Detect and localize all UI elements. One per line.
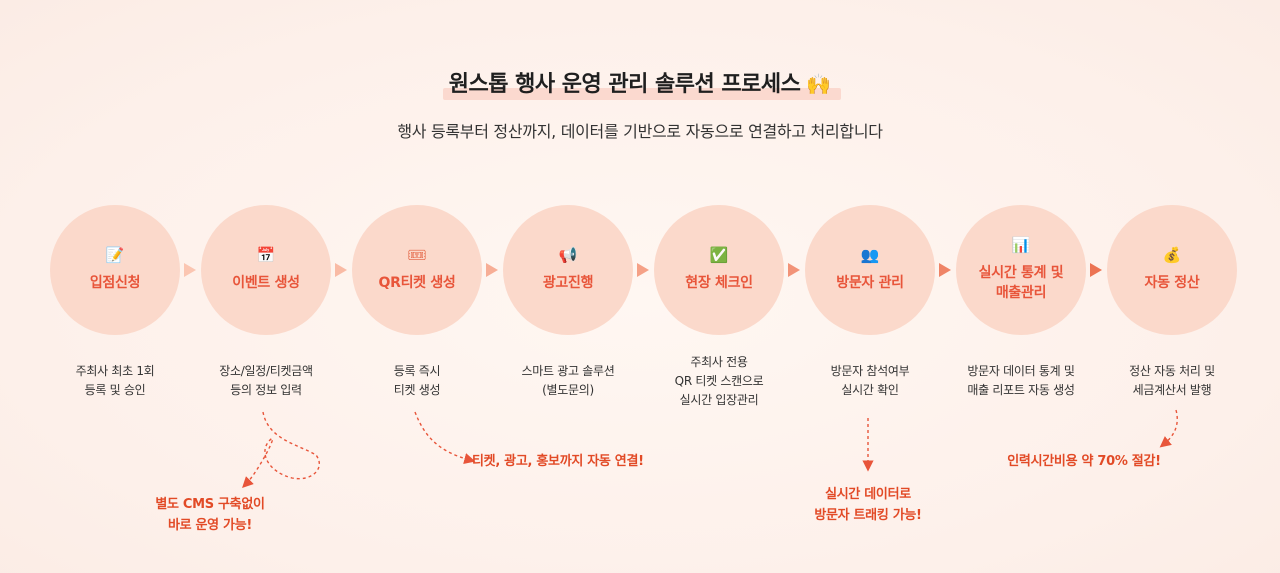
arrow-right-icon: [637, 263, 649, 277]
arrow-right-icon: [1090, 263, 1102, 277]
calendar-icon: 📅: [256, 246, 276, 264]
money-bag-icon: 💰: [1162, 246, 1182, 264]
step-label: 방문자 관리: [836, 275, 904, 291]
step-label: 입점신청: [89, 275, 141, 291]
note-cms: 별도 CMS 구축없이 바로 운영 가능!: [120, 494, 300, 536]
step-description: 등록 즉시 티켓 생성: [337, 362, 497, 400]
memo-icon: 📝: [105, 246, 125, 264]
page-subtitle: 행사 등록부터 정산까지, 데이터를 기반으로 자동으로 연결하고 처리합니다: [397, 122, 883, 141]
step-visitor-management: 👥 방문자 관리: [805, 205, 935, 335]
step-description: 정산 자동 처리 및 세금계산서 발행: [1092, 362, 1252, 400]
step-description: 방문자 참석여부 실시간 확인: [790, 362, 950, 400]
arrow-right-icon: [939, 263, 951, 277]
desc-line: 정산 자동 처리 및: [1129, 364, 1215, 378]
check-icon: ✅: [709, 246, 729, 264]
note-ticket: 티켓, 광고, 홍보까지 자동 연결!: [472, 451, 682, 472]
note-line: 방문자 트래킹 가능!: [814, 508, 922, 523]
desc-line: 방문자 데이터 통계 및: [967, 364, 1075, 378]
step-qr-ticket: 🎟 QR티켓 생성: [352, 205, 482, 335]
note-line: 인력시간비용 약 70% 절감!: [1007, 454, 1161, 469]
desc-line: 등록 및 승인: [84, 383, 146, 397]
step-description: 스마트 광고 솔루션 (별도문의): [488, 362, 648, 400]
note-cost: 인력시간비용 약 70% 절감!: [984, 451, 1184, 472]
step-label: 자동 정산: [1144, 275, 1200, 291]
step-description: 주최사 전용 QR 티켓 스캔으로 실시간 입장관리: [639, 353, 799, 410]
arrow-right-icon: [486, 263, 498, 277]
note-line: 실시간 데이터로: [825, 487, 911, 502]
desc-line: QR 티켓 스캔으로: [674, 374, 764, 388]
note-line: 별도 CMS 구축없이: [155, 497, 265, 512]
step-description: 주최사 최초 1회 등록 및 승인: [35, 362, 195, 400]
step-event-create: 📅 이벤트 생성: [201, 205, 331, 335]
people-icon: 👥: [860, 246, 880, 264]
step-advertising: 📢 광고진행: [503, 205, 633, 335]
step-settlement: 💰 자동 정산: [1107, 205, 1237, 335]
title-highlight: [442, 88, 842, 100]
raising-hands-icon: 🙌: [806, 72, 832, 96]
page-title: 원스톱 행사 운영 관리 솔루션 프로세스: [448, 72, 801, 97]
desc-line: 등록 즉시: [393, 364, 441, 378]
step-entry-application: 📝 입점신청: [50, 205, 180, 335]
step-checkin: ✅ 현장 체크인: [654, 205, 784, 335]
dashed-curve-ticket: [414, 411, 476, 464]
desc-line: 방문자 참석여부: [830, 364, 910, 378]
desc-line: 장소/일정/티켓금액: [219, 364, 313, 378]
arrow-right-icon: [184, 263, 196, 277]
note-tracking: 실시간 데이터로 방문자 트래킹 가능!: [778, 484, 958, 526]
step-label: 이벤트 생성: [232, 275, 300, 291]
desc-line: 세금계산서 발행: [1132, 383, 1212, 397]
note-line: 티켓, 광고, 홍보까지 자동 연결!: [472, 454, 644, 469]
dashed-curve-cost: [1159, 409, 1178, 448]
step-label: 현장 체크인: [685, 275, 753, 291]
desc-line: 주최사 전용: [690, 355, 748, 369]
arrow-right-icon: [335, 263, 347, 277]
step-label: 광고진행: [542, 275, 594, 291]
step-label-line2: 매출관리: [995, 285, 1047, 301]
desc-line: 티켓 생성: [393, 383, 441, 397]
arrow-right-icon: [788, 263, 800, 277]
desc-line: 스마트 광고 솔루션: [521, 364, 615, 378]
desc-line: 실시간 확인: [841, 383, 899, 397]
step-description: 장소/일정/티켓금액 등의 정보 입력: [186, 362, 346, 400]
desc-line: 주최사 최초 1회: [75, 364, 155, 378]
megaphone-icon: 📢: [558, 246, 578, 264]
desc-line: 실시간 입장관리: [679, 393, 759, 407]
desc-line: (별도문의): [542, 383, 594, 397]
desc-line: 등의 정보 입력: [230, 383, 302, 397]
title-wrap: 원스톱 행사 운영 관리 솔루션 프로세스🙌: [442, 66, 842, 100]
ticket-icon: 🎟: [407, 246, 427, 264]
step-description: 방문자 데이터 통계 및 매출 리포트 자동 생성: [941, 362, 1101, 400]
header: 원스톱 행사 운영 관리 솔루션 프로세스🙌 행사 등록부터 정산까지, 데이터…: [0, 66, 1280, 142]
step-label-line1: 실시간 통계 및: [978, 265, 1064, 281]
dashed-curve-cms: [242, 411, 320, 488]
bar-chart-icon: 📊: [1011, 236, 1031, 254]
note-line: 바로 운영 가능!: [167, 518, 253, 533]
desc-line: 매출 리포트 자동 생성: [967, 383, 1075, 397]
step-label: QR티켓 생성: [378, 275, 456, 291]
